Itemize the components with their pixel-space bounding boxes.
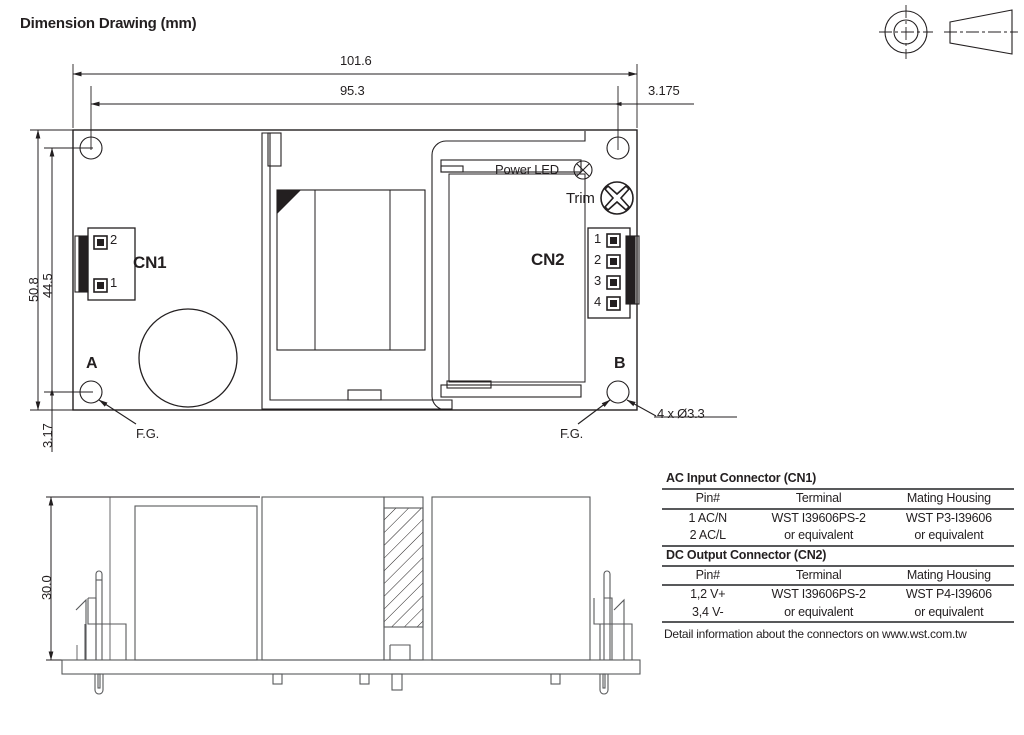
dim-label-overall-width: 101.6 bbox=[340, 53, 372, 68]
mounting-hole-bottom-left bbox=[79, 380, 103, 404]
table-ac-input-title: AC Input Connector (CN1) bbox=[666, 471, 817, 485]
section-symbol-taper bbox=[944, 9, 1018, 55]
dim-label-bottom-offset: 3.17 bbox=[40, 423, 55, 448]
table-rule bbox=[662, 621, 1014, 623]
table-header-row: Pin# Terminal Mating Housing bbox=[662, 490, 1014, 508]
table-row: 2 AC/L or equivalent or equivalent bbox=[662, 527, 1014, 545]
table-cell: 2 AC/L bbox=[689, 528, 727, 542]
dim-hole-span-width bbox=[90, 86, 622, 150]
component-output-shield bbox=[431, 131, 586, 411]
table-cell: or equivalent bbox=[914, 604, 984, 619]
label-power-led: Power LED bbox=[495, 162, 559, 177]
table-header-cell: Pin# bbox=[695, 491, 720, 505]
dim-label-side-height: 30.0 bbox=[39, 575, 54, 600]
cn2-shell bbox=[587, 227, 640, 319]
dim-label-overall-height: 50.8 bbox=[26, 277, 41, 302]
table-row: 3,4 V- or equivalent or equivalent bbox=[662, 604, 1014, 622]
table-cell: 1,2 V+ bbox=[690, 587, 726, 601]
table-rule bbox=[662, 564, 1014, 567]
table-ac-input: AC Input Connector (CN1) Pin# Terminal M… bbox=[662, 470, 1014, 547]
table-cell: 3,4 V- bbox=[692, 604, 724, 619]
dim-overall-width bbox=[72, 64, 638, 128]
cn2-pin-label-1: 1 bbox=[594, 231, 602, 246]
label-cn2: CN2 bbox=[531, 250, 565, 269]
table-cell: or equivalent bbox=[784, 528, 854, 542]
dim-label-hole-span-height: 44.5 bbox=[40, 273, 55, 298]
label-hole-b: B bbox=[614, 355, 626, 372]
table-cell: WST I39606PS-2 bbox=[771, 510, 866, 525]
table-cell: WST P3-I39606 bbox=[905, 510, 992, 525]
label-trim: Trim bbox=[566, 190, 595, 207]
dim-label-edge-offset: 3.175 bbox=[648, 83, 680, 98]
table-header-cell: Terminal bbox=[795, 491, 842, 505]
cn2-pin-label-4: 4 bbox=[594, 294, 602, 309]
cn2-pin-label-3: 3 bbox=[594, 273, 602, 288]
page-title: Dimension Drawing (mm) bbox=[20, 15, 197, 32]
connector-tables: AC Input Connector (CN1) Pin# Terminal M… bbox=[662, 470, 1014, 641]
mounting-hole-top-left bbox=[79, 136, 103, 160]
label-cn1: CN1 bbox=[133, 253, 167, 272]
label-hole-a: A bbox=[86, 355, 98, 372]
mounting-hole-top-right bbox=[606, 136, 630, 160]
table-rule bbox=[662, 544, 1014, 547]
table-row: 1 AC/N WST I39606PS-2 WST P3-I39606 bbox=[662, 510, 1014, 528]
dim-label-hole-span-width: 95.3 bbox=[340, 83, 365, 98]
table-dc-output-title: DC Output Connector (CN2) bbox=[666, 547, 827, 562]
cn1-pin-label-1: 1 bbox=[110, 275, 118, 290]
power-led-symbol bbox=[573, 160, 593, 180]
table-cell: 1 AC/N bbox=[688, 510, 728, 525]
table-rule bbox=[662, 507, 1014, 510]
table-cell: or equivalent bbox=[784, 604, 854, 619]
table-cell: WST P4-I39606 bbox=[905, 587, 992, 601]
component-capacitor bbox=[138, 308, 238, 408]
label-fg-right: F.G. bbox=[560, 426, 584, 441]
table-footnote: Detail information about the connectors … bbox=[664, 627, 967, 641]
pcb-outline-top-view bbox=[72, 129, 638, 411]
label-hole-note: 4 x Ø3.3 bbox=[657, 406, 705, 421]
table-rule bbox=[662, 584, 1014, 586]
side-view-profile bbox=[61, 496, 641, 695]
cn1-shell bbox=[74, 227, 136, 301]
component-transformer bbox=[261, 132, 453, 410]
table-dc-output: DC Output Connector (CN2) Pin# Terminal … bbox=[662, 547, 1014, 623]
cn1-pin-label-2: 2 bbox=[110, 232, 118, 247]
dim-side-height bbox=[46, 496, 260, 661]
table-rule bbox=[662, 488, 1014, 490]
table-cell: or equivalent bbox=[914, 528, 984, 542]
leader-lines bbox=[98, 399, 737, 425]
table-cell: WST I39606PS-2 bbox=[771, 587, 866, 601]
cn2-pin-label-2: 2 bbox=[594, 252, 602, 267]
table-header-cell: Mating Housing bbox=[906, 567, 991, 582]
table-row: 1,2 V+ WST I39606PS-2 WST P4-I39606 bbox=[662, 586, 1014, 604]
table-header-cell: Terminal bbox=[795, 567, 842, 582]
table-header-row: Pin# Terminal Mating Housing bbox=[662, 567, 1014, 585]
table-header-cell: Mating Housing bbox=[906, 491, 991, 505]
trim-pot-symbol bbox=[600, 181, 634, 215]
section-symbol-round bbox=[879, 5, 933, 59]
table-header-cell: Pin# bbox=[695, 567, 720, 582]
label-fg-left: F.G. bbox=[136, 426, 160, 441]
mounting-hole-bottom-right bbox=[606, 380, 630, 404]
